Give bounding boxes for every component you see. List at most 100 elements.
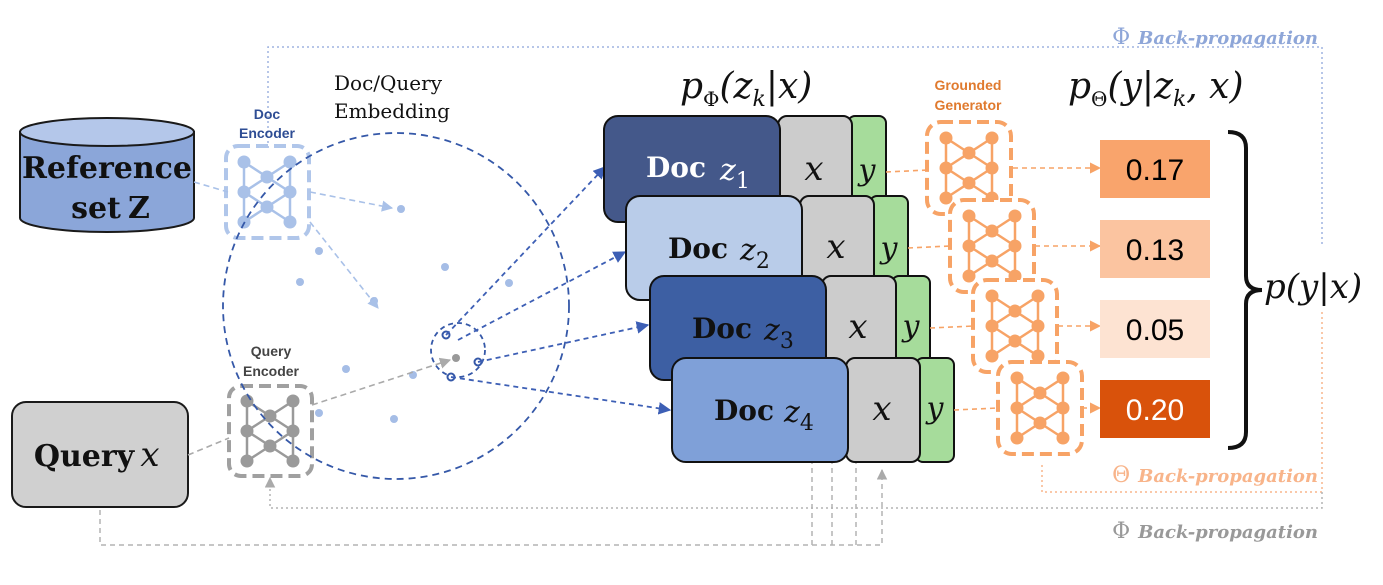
retriever-args: (z [719, 66, 753, 107]
retriever-sub: Φ [703, 87, 719, 111]
retriever-k: k [752, 87, 765, 112]
doc-to-generator-arrows [885, 162, 1102, 414]
doc4-label: Doc [714, 394, 774, 427]
doc-encoding-arrows [193, 181, 394, 309]
score-fill-3 [1100, 300, 1210, 358]
doc1-var: z [719, 153, 736, 188]
score-value-4: 0.20 [1126, 394, 1184, 427]
doc1-label: Doc [646, 151, 706, 184]
svg-text:z3: z3 [763, 313, 794, 354]
score-box-1: 0.17 [1100, 140, 1210, 198]
retriever-formula: pΦ(zk|x) [680, 66, 812, 112]
score-fill-2 [1100, 220, 1210, 278]
doc2-index: 2 [756, 249, 770, 274]
generator-rest: , x) [1186, 66, 1243, 107]
query-encoder-line1: Query [251, 343, 292, 359]
query-encoder: Query Encoder [227, 343, 314, 478]
doc3-index: 3 [780, 329, 794, 354]
retrieval-arrows [445, 166, 672, 415]
generator-network-icon-1 [925, 120, 1013, 216]
theta-backprop-label: Θ Back-propagation [1112, 463, 1318, 488]
phi-backprop-bottom-label: Φ Back-propagation [1112, 519, 1318, 544]
doc1-index: 1 [736, 169, 750, 194]
phi-backprop-top-loop [267, 46, 1323, 245]
score-value-3: 0.05 [1126, 314, 1184, 347]
query-box: Query x [11, 401, 189, 508]
doc-stack-2: Doc z2 x y [625, 195, 909, 301]
grounded-generator-label: Grounded Generator [935, 77, 1002, 113]
doc4-x: x [872, 389, 891, 429]
generator-networks [925, 120, 1084, 456]
doc2-var: z [739, 233, 756, 268]
score-value-1: 0.17 [1126, 154, 1184, 187]
score-value-2: 0.13 [1126, 234, 1184, 267]
score-box-3: 0.05 [1100, 300, 1210, 358]
query-point [452, 354, 460, 362]
score-fill-4 [1100, 380, 1210, 438]
reference-set-symbol: Z [128, 191, 150, 226]
doc4-index: 4 [800, 411, 814, 436]
doc4-y: y [925, 391, 945, 426]
query-encoder-line2: Encoder [243, 363, 300, 379]
doc3-var: z [763, 313, 780, 348]
reference-set-line1: Reference [22, 151, 192, 186]
doc-stack-4: Doc z4 x y [671, 357, 955, 463]
svg-text:z1: z1 [719, 153, 750, 194]
doc-encoder-line2: Encoder [239, 125, 296, 141]
svg-text:z2: z2 [739, 233, 770, 274]
generator-line1: Grounded [935, 77, 1002, 93]
doc1-x: x [804, 149, 823, 189]
phi-top-symbol: Φ [1112, 25, 1130, 50]
generator-args: (y|z [1107, 66, 1174, 107]
embedding-points [296, 205, 513, 423]
doc3-label: Doc [692, 312, 752, 345]
doc2-y: y [879, 231, 899, 266]
generator-p: p [1068, 66, 1091, 107]
phi-bottom-symbol: Φ [1112, 519, 1130, 544]
doc2-label: Doc [668, 232, 728, 265]
score-box-4: 0.20 [1100, 380, 1210, 438]
doc4-var: z [783, 395, 800, 430]
reference-set-cylinder: Reference set Z [19, 117, 195, 233]
doc3-y: y [901, 309, 921, 344]
retriever-p: p [680, 66, 703, 107]
phi-bottom-label: Back-propagation [1137, 522, 1318, 543]
generator-line2: Generator [935, 97, 1002, 113]
generator-network-icon-4 [996, 360, 1084, 456]
svg-text:z4: z4 [783, 395, 814, 436]
phi-backprop-bottom-loop [264, 476, 1323, 509]
doc-encoder: Doc Encoder [224, 106, 311, 240]
query-word: Query [34, 439, 136, 474]
theta-label: Back-propagation [1137, 466, 1318, 487]
marginal-bracket [1227, 130, 1263, 450]
score-boxes: 0.17 0.13 0.05 0.20 [1100, 140, 1210, 438]
doc-encoder-line1: Doc [254, 106, 281, 122]
embedding-space: Doc/Query Embedding [222, 71, 570, 480]
marginal-formula: p(y|x) [1264, 267, 1362, 307]
embedding-line1: Doc/Query [334, 71, 443, 95]
generator-k: k [1173, 87, 1186, 112]
doc-encoder-network-icon [237, 155, 297, 229]
doc1-y: y [857, 153, 877, 188]
doc3-x: x [848, 307, 867, 347]
score-box-2: 0.13 [1100, 220, 1210, 278]
phi-backprop-top-label: Φ Back-propagation [1112, 25, 1318, 50]
query-encoding-arrows [187, 357, 452, 456]
query-symbol: x [140, 435, 159, 475]
generator-sub: Θ [1091, 87, 1107, 111]
svg-text:pΘ(y|zk, x): pΘ(y|zk, x) [1068, 66, 1244, 112]
doc2-x: x [826, 227, 845, 267]
embedding-line2: Embedding [334, 99, 450, 123]
svg-text:pΦ(zk|x): pΦ(zk|x) [680, 66, 812, 112]
query-encoder-network-icon [240, 394, 300, 468]
reference-set-line2: set [71, 191, 121, 226]
phi-top-label: Back-propagation [1137, 28, 1318, 49]
theta-backprop-loop [1041, 312, 1323, 493]
theta-symbol: Θ [1112, 463, 1130, 488]
score-fill-1 [1100, 140, 1210, 198]
generator-network-icon-3 [971, 278, 1059, 374]
